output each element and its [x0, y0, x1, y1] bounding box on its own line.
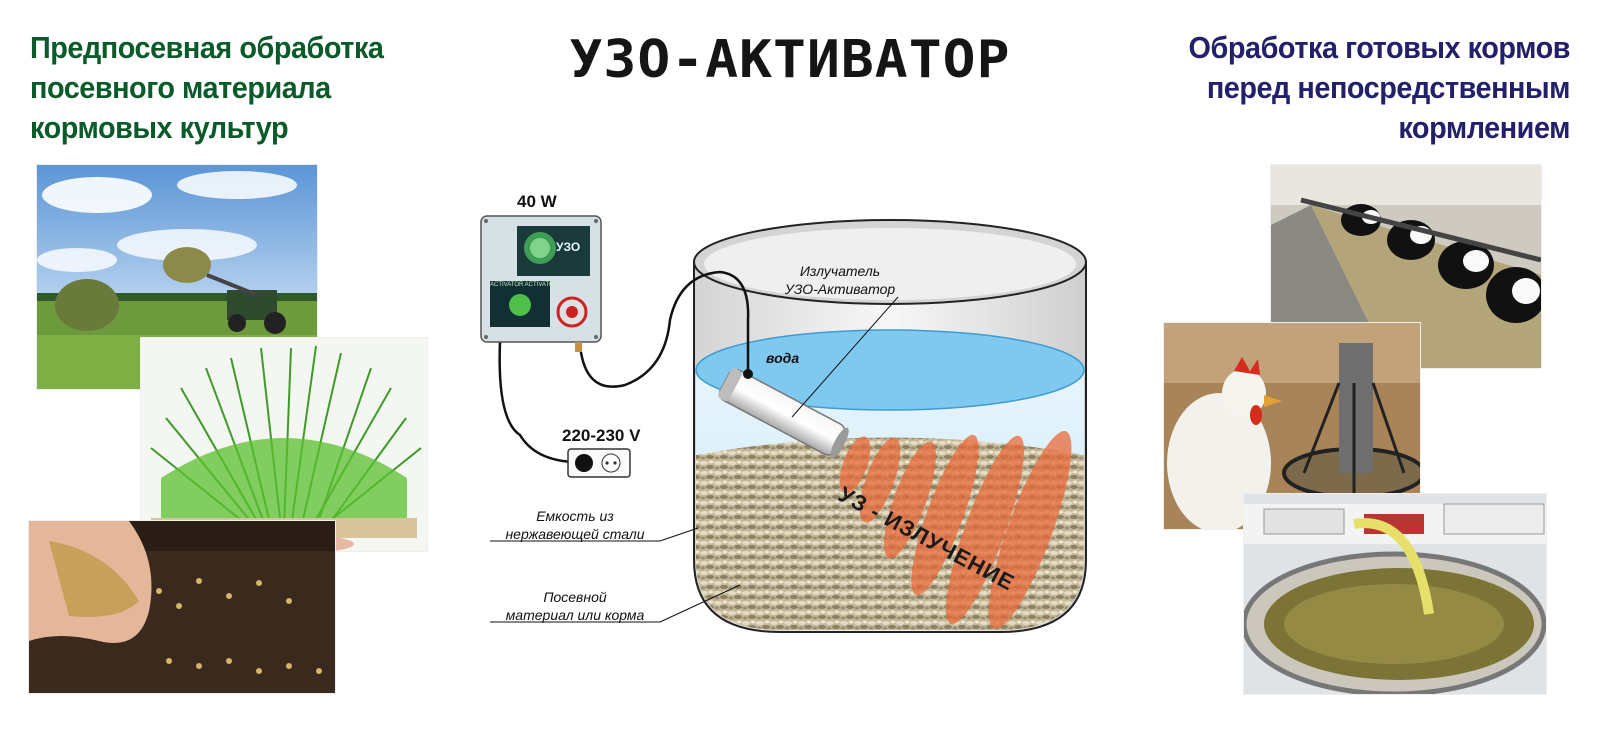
emitter-label: Излучатель УЗО-Активатор [770, 262, 910, 298]
left-heading-line: кормовых культур [30, 110, 289, 145]
power-label: 40 W [517, 192, 557, 211]
emitter-device [718, 368, 849, 458]
emitter-label-line: УЗО-Активатор [784, 281, 896, 297]
right-heading: Обработка готовых кормов перед непосредс… [1124, 28, 1571, 148]
container-label-line: Емкость из [536, 508, 614, 524]
container-label-line: нержавеющей стали [505, 526, 645, 542]
material-label: Посевной материал или корма [490, 588, 660, 624]
left-heading-line: Предпосевная обработка [30, 30, 384, 65]
water-label: вода [766, 350, 800, 366]
voltage-label: 220-230 V [562, 426, 641, 445]
right-heading-line: перед непосредственным [1206, 70, 1571, 105]
wheatgrass-sprouts-photo [140, 337, 428, 552]
emitter-cable [578, 270, 750, 388]
right-heading-line: кормлением [1398, 110, 1570, 145]
left-heading: Предпосевная обработка посевного материа… [30, 28, 439, 148]
page-title: УЗО-АКТИВАТОР [569, 30, 1011, 90]
left-heading-line: посевного материала [30, 70, 331, 105]
emitter-label-line: Излучатель [799, 263, 881, 279]
seeds-sowing-photo [28, 520, 336, 694]
feed-trailer-photo [1243, 493, 1547, 695]
radiation-label: УЗ - ИЗЛУЧЕНИЕ [834, 481, 1019, 596]
material-label-line: Посевной [543, 589, 607, 605]
power-socket [567, 448, 631, 478]
material-label-line: материал или корма [505, 607, 645, 623]
device-panel-text: ACTIVATOR ACTIVATOR [490, 282, 559, 288]
ultrasound-waves [839, 431, 1072, 629]
right-heading-line: Обработка готовых кормов [1188, 30, 1571, 65]
container-label: Емкость из нержавеющей стали [490, 507, 660, 543]
device-logo: УЗО [556, 240, 581, 254]
